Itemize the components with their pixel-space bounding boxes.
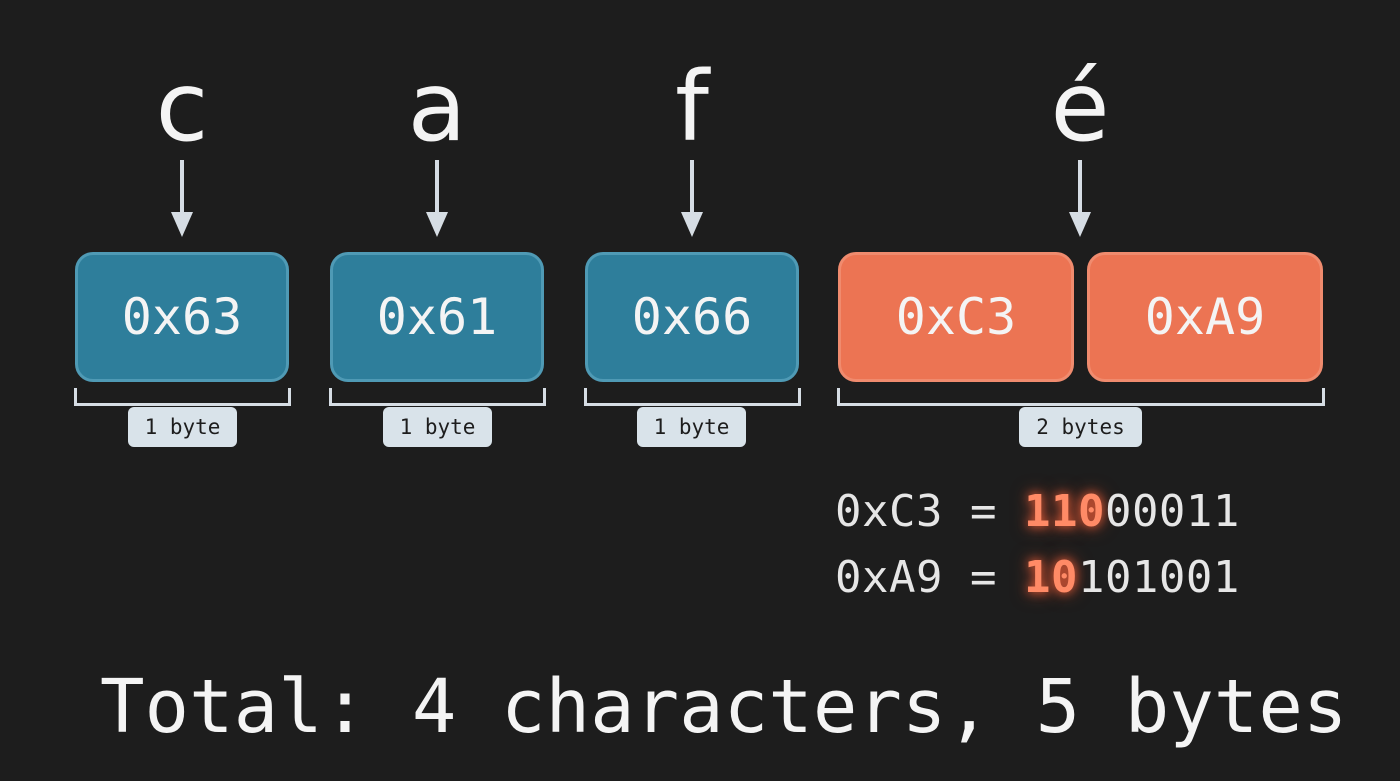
total-summary: Total: 4 characters, 5 bytes <box>100 664 1348 750</box>
binary-rest: 101001 <box>1077 552 1240 603</box>
arrow-down-icon <box>426 160 448 237</box>
size-tag: 1 byte <box>128 407 237 447</box>
size-tag: 1 byte <box>637 407 746 447</box>
hex-value: 0xC3 <box>835 486 943 537</box>
utf8-continuation-prefix: 10 <box>1023 552 1078 603</box>
char-f: f <box>675 51 709 163</box>
arrow-down-icon <box>171 160 193 237</box>
bracket <box>584 388 801 406</box>
arrow-down-icon <box>1069 160 1091 237</box>
char-c: c <box>155 51 209 163</box>
byte-box-0x66: 0x66 <box>585 252 799 382</box>
binary-rest: 00011 <box>1104 486 1240 537</box>
byte-box-0xA9: 0xA9 <box>1087 252 1323 382</box>
size-tag: 2 bytes <box>1019 407 1142 447</box>
char-e-acute: é <box>1050 51 1110 163</box>
byte-box-0x61: 0x61 <box>330 252 544 382</box>
equals-sign: = <box>969 486 997 537</box>
hex-value: 0xA9 <box>835 552 943 603</box>
binary-row-c3: 0xC3 = 11000011 <box>835 486 1240 537</box>
byte-box-0xC3: 0xC3 <box>838 252 1074 382</box>
bracket <box>837 388 1325 406</box>
arrow-down-icon <box>681 160 703 237</box>
equals-sign: = <box>969 552 997 603</box>
binary-row-a9: 0xA9 = 10101001 <box>835 552 1240 603</box>
char-a: a <box>407 51 467 163</box>
utf8-lead-prefix: 110 <box>1023 486 1105 537</box>
bracket <box>329 388 546 406</box>
byte-box-0x63: 0x63 <box>75 252 289 382</box>
bracket <box>74 388 291 406</box>
size-tag: 1 byte <box>383 407 492 447</box>
